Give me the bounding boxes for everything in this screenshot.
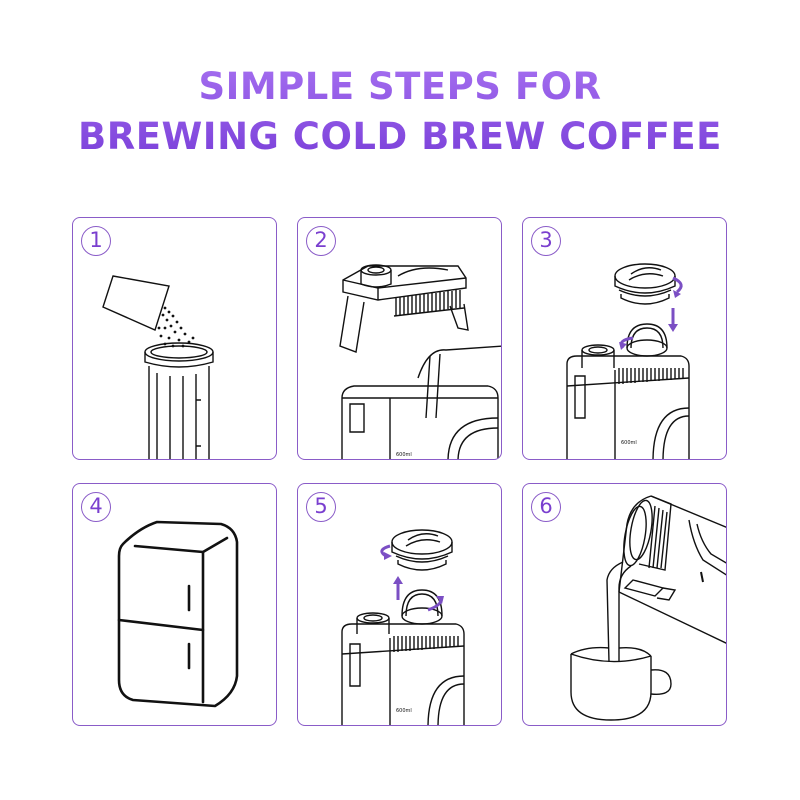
unscrew-lid-illustration: 600ml xyxy=(341,529,465,725)
grip-ribs xyxy=(393,290,465,317)
screw-lid-illustration: 600ml xyxy=(566,263,690,459)
step-number-3: 3 xyxy=(531,226,561,256)
grip-ribs xyxy=(618,368,684,384)
step-panel-5: 5 600ml xyxy=(297,483,502,726)
title-line-2: BREWING COLD BREW COFFEE xyxy=(78,115,722,158)
insert-filter-illustration: 600ml xyxy=(339,264,501,459)
step-panel-2: 2 600ml xyxy=(297,217,502,460)
title-line-1: SIMPLE STEPS FOR xyxy=(198,65,602,108)
grip-ribs xyxy=(648,505,668,569)
coffee-grounds-icon xyxy=(157,306,195,348)
rotate-arrow-icon xyxy=(672,276,683,294)
capacity-label: 600ml xyxy=(396,452,412,458)
step-number-1: 1 xyxy=(81,226,111,256)
step-number-2: 2 xyxy=(306,226,336,256)
capacity-label: 600ml xyxy=(396,708,412,714)
coffee-filter-illustration xyxy=(102,275,214,459)
page-title: SIMPLE STEPS FOR BREWING COLD BREW COFFE… xyxy=(0,62,800,162)
step-panel-6: 6 xyxy=(522,483,727,726)
capacity-label: 600ml xyxy=(621,440,637,446)
grip-ribs xyxy=(393,636,459,652)
pour-coffee-illustration xyxy=(570,495,726,721)
step-number-6: 6 xyxy=(531,492,561,522)
step-number-5: 5 xyxy=(306,492,336,522)
step-panel-1: 1 xyxy=(72,217,277,460)
coffee-bag-icon xyxy=(102,275,170,331)
step-number-4: 4 xyxy=(81,492,111,522)
step-panel-3: 3 600ml xyxy=(522,217,727,460)
step-panel-4: 4 xyxy=(72,483,277,726)
refrigerator-illustration xyxy=(117,520,239,708)
